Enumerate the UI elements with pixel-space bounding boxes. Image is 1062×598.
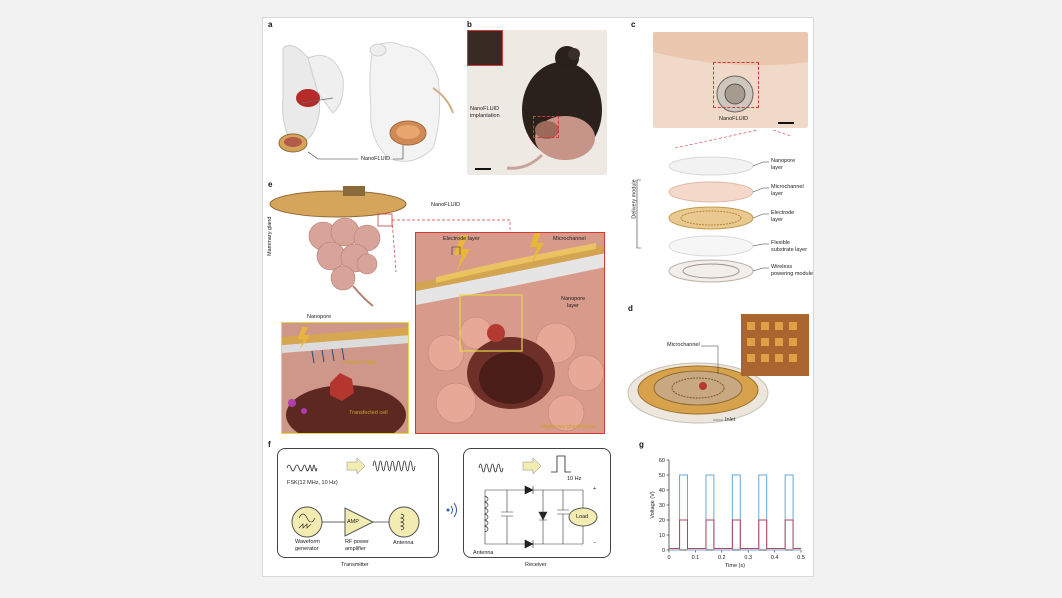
rf-label-1: RF power <box>345 539 369 545</box>
y-tick-label: 10 <box>659 533 665 539</box>
layer-1-line1: Nanopore <box>771 158 796 164</box>
layer-3-line2: layer <box>771 217 783 223</box>
x-tick-label: 0 <box>667 555 670 561</box>
transfected-cell-label: Transfected cell <box>349 410 388 416</box>
x-axis-label: Time (s) <box>725 563 745 569</box>
x-tick-label: 0.4 <box>771 555 779 561</box>
series-line-2 <box>669 519 801 549</box>
nanopore-label: Nanopore <box>307 314 332 320</box>
panel-b: b NanoFLUID implantation <box>465 18 615 178</box>
panel-d: d Microchannel Inlet <box>623 304 813 438</box>
nanopore-detail-box <box>281 322 409 434</box>
layer-4-line2: substrate layer <box>771 247 808 253</box>
electrode-layer-label: Electrode layer <box>443 236 480 242</box>
panel-b-implant-label-2: implantation <box>470 113 500 119</box>
transmitter-label: Transmitter <box>341 562 369 568</box>
antenna-rx-label: Antenna <box>473 550 494 556</box>
panel-a-letter: a <box>268 20 273 29</box>
panel-f-letter: f <box>268 440 271 449</box>
panel-d-letter: d <box>628 304 633 313</box>
gland-illustration <box>269 186 511 307</box>
y-tick-label: 60 <box>659 458 665 464</box>
panel-d-microchannel-label: Microchannel <box>667 342 700 348</box>
finger-photo <box>653 32 808 128</box>
device-highlight-box <box>713 62 759 108</box>
plasmid-dna-label: Plasmid DNA <box>343 360 376 366</box>
panel-d-inlet-label: Inlet <box>725 417 736 423</box>
x-tick-label: 0.3 <box>744 555 752 561</box>
x-tick-label: 0.5 <box>797 555 805 561</box>
fsk-label: FSK(12 MHz, 10 Hz) <box>287 480 338 486</box>
x-tick-label: 0.1 <box>692 555 700 561</box>
panel-c: c NanoFLUID Deli <box>623 18 813 308</box>
exploded-layers <box>636 129 792 283</box>
nanopore-layer-label-1: Nanopore <box>561 296 586 302</box>
implant-inset <box>467 30 503 66</box>
panel-f: f FSK(12 MHz, 10 Hz) AMP Waveform genera… <box>263 438 633 578</box>
y-tick-label: 40 <box>659 488 665 494</box>
nanopore-layer-label-2: layer <box>567 303 579 309</box>
scale-bar <box>475 168 491 170</box>
figure: a NanoFLUID b <box>262 17 814 577</box>
y-tick-label: 0 <box>662 548 665 554</box>
y-tick-label: 50 <box>659 473 665 479</box>
layer-3-line1: Electrode <box>771 210 795 216</box>
panel-a-illustration <box>278 42 454 162</box>
layer-4-line1: Flexible <box>771 240 790 246</box>
transmitter-box <box>277 448 439 558</box>
panel-a-nanofluid-label: NanoFLUID <box>361 156 391 162</box>
panel-e-nanofluid-label: NanoFLUID <box>431 202 461 208</box>
panel-e: e NanoFLUID Mammary gland <box>263 178 623 436</box>
y-axis-label: Voltage (V) <box>650 491 656 518</box>
load-label: Load <box>576 514 589 520</box>
layer-2-line1: Microchannel <box>771 184 804 190</box>
receiver-diagram <box>478 455 598 549</box>
panel-a: a NanoFLUID <box>263 18 463 178</box>
delivery-module-label: Delivery module <box>631 179 638 219</box>
panel-b-implant-label-1: NanoFLUID <box>470 106 500 112</box>
scale-bar <box>778 122 794 124</box>
minus-label: − <box>593 540 597 546</box>
series-line-1 <box>669 474 801 551</box>
layer-2-line2: layer <box>771 191 783 197</box>
panel-e-letter: e <box>268 180 273 189</box>
panel-g-letter: g <box>639 440 644 449</box>
wireless-signal-icon <box>446 502 457 518</box>
mammary-gland-tissue-label: Mammary gland tissue <box>541 424 597 430</box>
implant-highlight-box <box>533 116 559 138</box>
panel-c-letter: c <box>631 20 636 29</box>
microchannel-label-e: Microchannel <box>553 236 586 242</box>
x-tick-label: 0.2 <box>718 555 726 561</box>
receiver-box <box>463 448 611 558</box>
y-tick-label: 30 <box>659 503 665 509</box>
layer-5-line1: Wireless <box>771 264 793 270</box>
amp-label: AMP <box>347 519 359 525</box>
layer-5-line2: powering module <box>771 271 813 277</box>
panel-b-letter: b <box>467 20 472 29</box>
receiver-label: Receiver <box>525 562 547 568</box>
antenna-tx-label: Antenna <box>393 540 414 546</box>
ten-hz-label: 10 Hz <box>567 476 582 482</box>
waveform-label-2: generator <box>295 546 319 552</box>
mammary-gland-label: Mammary gland <box>267 216 273 256</box>
waveform-label-1: Waveform <box>295 539 320 545</box>
layer-1-line2: layer <box>771 165 783 171</box>
y-tick-label: 20 <box>659 518 665 524</box>
transmitter-diagram <box>286 457 420 538</box>
tissue-detail-box <box>415 232 605 434</box>
rf-label-2: amplifier <box>345 546 366 552</box>
device-render <box>627 314 809 424</box>
panel-c-device-label: NanoFLUID <box>719 116 749 122</box>
plus-label: + <box>593 486 597 492</box>
